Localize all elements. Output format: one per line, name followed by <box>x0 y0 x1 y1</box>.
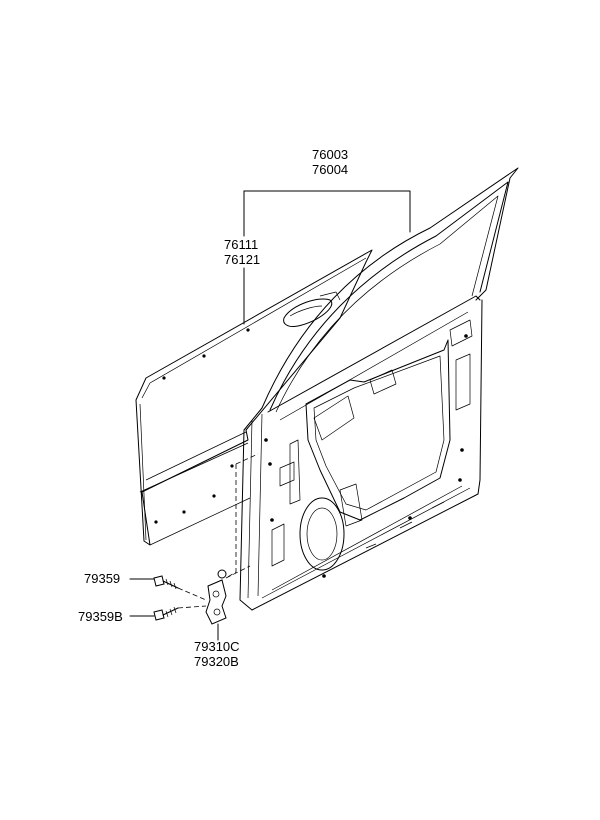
bolt-79359 <box>153 575 179 590</box>
bolt-79359b <box>153 606 179 621</box>
leader-lines <box>129 190 411 641</box>
assembly-guides <box>177 453 259 609</box>
door-hinge <box>205 569 227 625</box>
callout-76111: 76111 <box>224 237 258 252</box>
callout-79310c: 79310C <box>194 639 240 654</box>
callout-76121: 76121 <box>224 252 260 267</box>
door-frame-assembly <box>239 167 519 611</box>
callout-79359: 79359 <box>84 571 120 586</box>
callout-76003: 76003 <box>312 147 348 162</box>
outer-door-panel <box>135 249 373 546</box>
callout-79359b: 79359B <box>78 609 123 624</box>
callout-79320b: 79320B <box>194 654 239 669</box>
callout-76004: 76004 <box>312 162 348 177</box>
